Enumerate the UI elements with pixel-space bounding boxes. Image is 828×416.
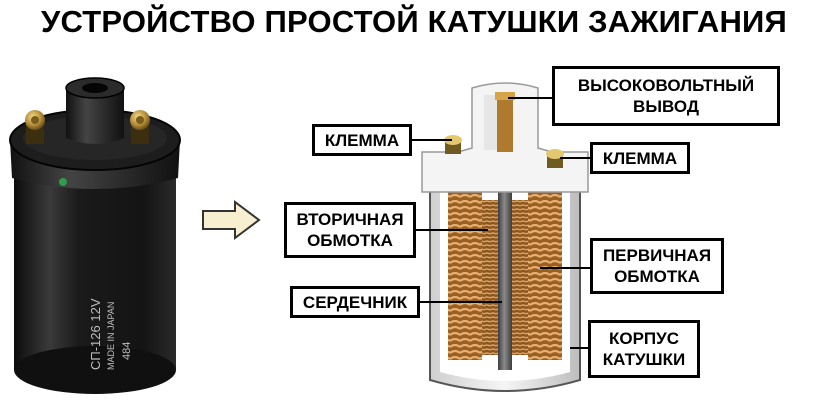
photo-terminal-left — [25, 110, 45, 144]
label-terminal-right: КЛЕММА — [590, 142, 690, 174]
ignition-coil-photo: СП-126 12V MADE IN JAPAN 484 — [9, 77, 181, 394]
cutaway-terminal-right — [546, 149, 564, 168]
right-arrow-icon — [202, 200, 261, 240]
photo-marking-sub: MADE IN JAPAN — [106, 302, 116, 370]
label-hv-output: ВЫСОКОВОЛЬТНЫЙ ВЫВОД — [552, 66, 780, 126]
label-terminal-left: КЛЕММА — [312, 124, 412, 156]
photo-green-dot — [59, 178, 67, 186]
label-core: СЕРДЕЧНИК — [290, 286, 420, 318]
photo-terminal-right — [130, 110, 150, 144]
label-housing: КОРПУС КАТУШКИ — [588, 320, 700, 378]
label-primary-winding: ПЕРВИЧНАЯ ОБМОТКА — [590, 238, 724, 294]
page-title: УСТРОЙСТВО ПРОСТОЙ КАТУШКИ ЗАЖИГАНИЯ — [40, 4, 788, 39]
cutaway-terminal-left — [444, 135, 462, 154]
photo-marking-num: 484 — [121, 342, 133, 360]
coil-cutaway-diagram — [421, 82, 589, 392]
photo-marking-main: СП-126 12V — [88, 298, 103, 370]
label-secondary-winding: ВТОРИЧНАЯ ОБМОТКА — [284, 202, 416, 258]
